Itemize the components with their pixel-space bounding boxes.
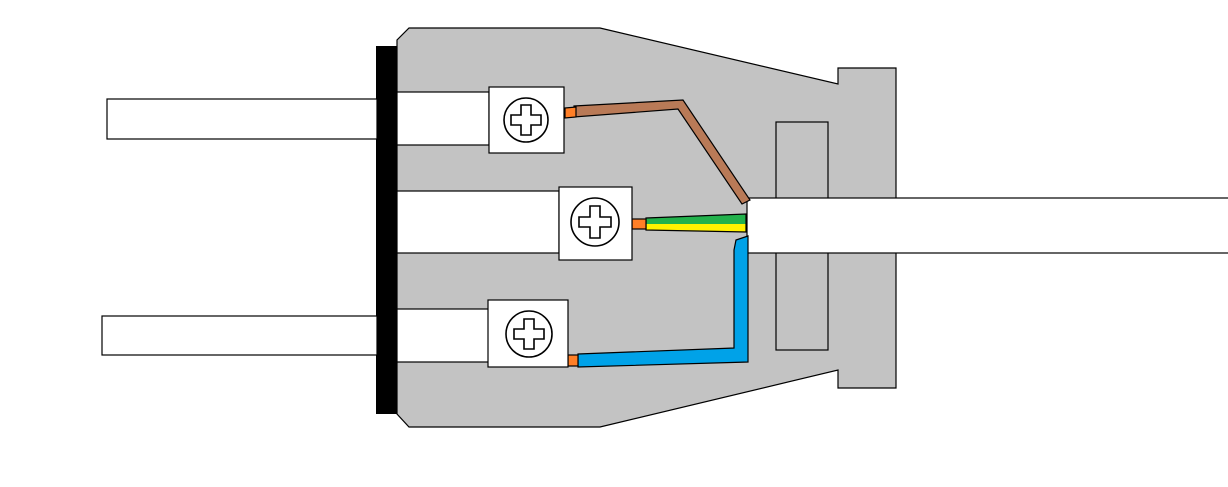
cross-head-screw-icon xyxy=(505,310,553,358)
live-wire-copper-tip xyxy=(564,106,577,119)
earth-wire-copper-tip xyxy=(631,218,647,230)
neutral-terminal xyxy=(487,299,569,368)
neutral-wire-copper-tip xyxy=(567,354,579,367)
live-pin-sleeve xyxy=(396,91,490,146)
live-terminal xyxy=(488,86,565,154)
cross-head-screw-icon xyxy=(570,197,620,247)
cross-head-screw-icon xyxy=(503,97,549,143)
neutral-wire xyxy=(577,235,749,368)
live-pin xyxy=(106,98,378,140)
neutral-pin xyxy=(101,315,378,356)
power-cable xyxy=(746,197,1228,254)
earth-terminal xyxy=(558,186,633,261)
earth-wire-green xyxy=(646,214,746,224)
earth-sleeve xyxy=(396,190,560,254)
plug-face-plate xyxy=(376,46,397,414)
neutral-pin-sleeve xyxy=(396,308,490,363)
